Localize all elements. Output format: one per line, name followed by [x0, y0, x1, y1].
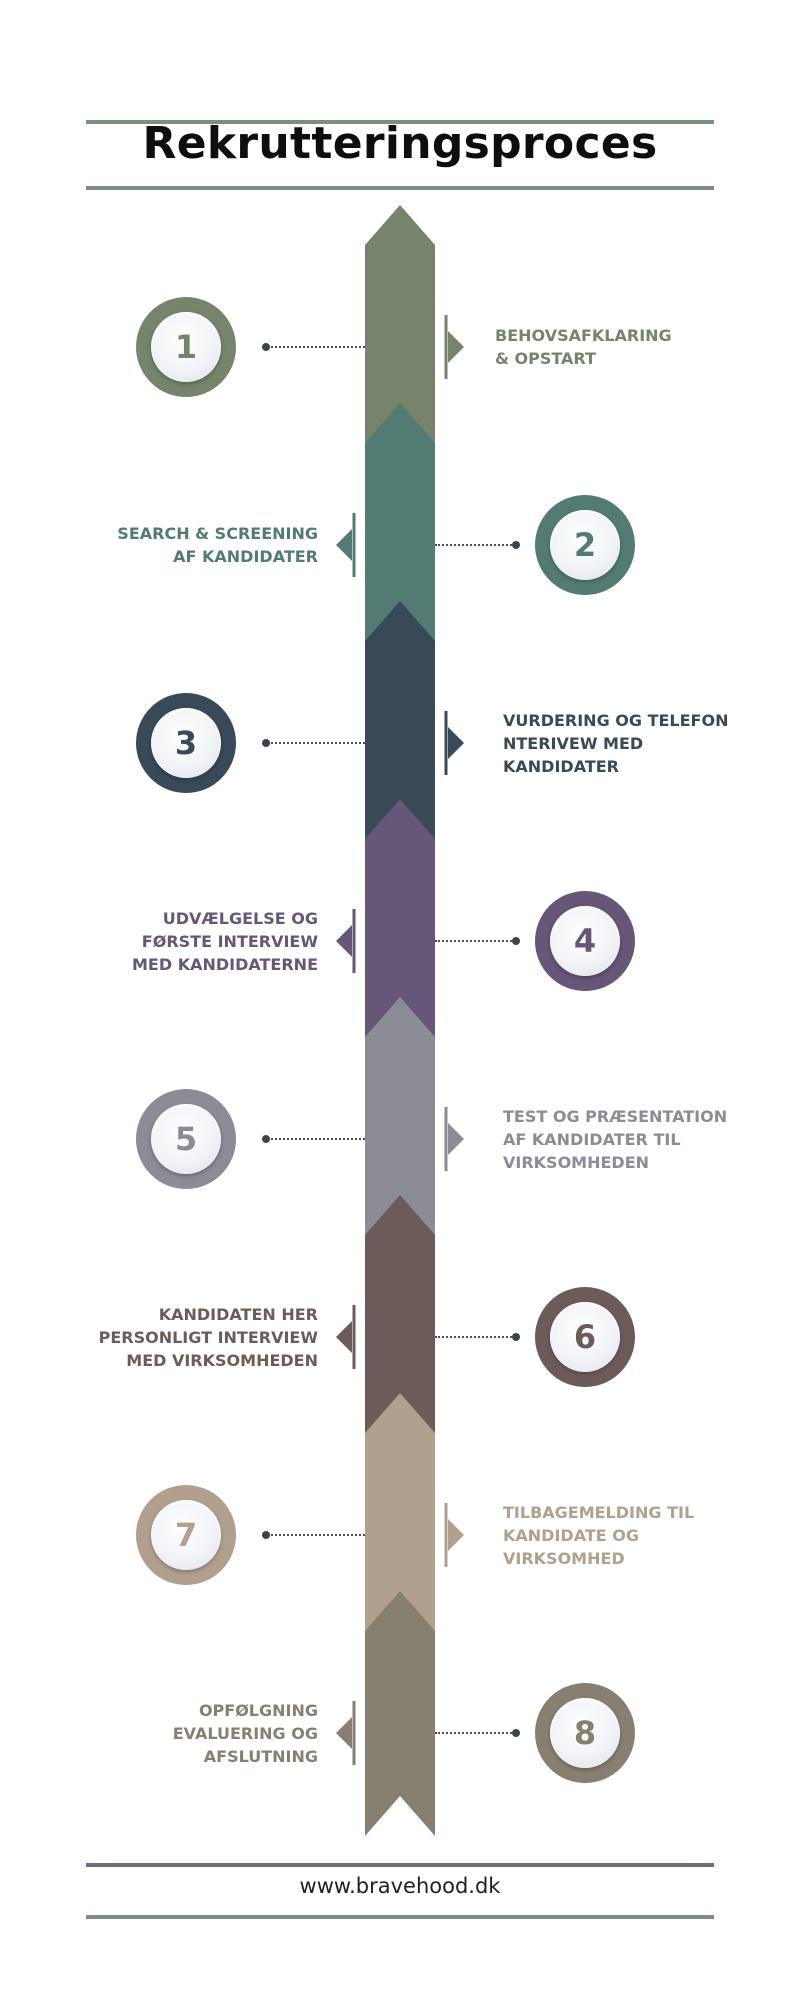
pointer-triangle-8 — [336, 1717, 352, 1749]
connector-dot-7 — [262, 1531, 270, 1539]
step-label-4: UDVÆLGELSE OG FØRSTE INTERVIEW MED KANDI… — [131, 908, 318, 974]
arrow-segment-7 — [365, 1393, 435, 1638]
connector-line-5 — [268, 1138, 365, 1140]
step-circle-6: 6 — [535, 1287, 635, 1387]
arrow-segment-2 — [365, 403, 435, 648]
pointer-triangle-6 — [336, 1321, 352, 1353]
step-label-1: BEHOVSAFKLARING & OPSTART — [495, 326, 672, 368]
footer-url[interactable]: www.bravehood.dk — [299, 1874, 501, 1898]
step-circle-face — [550, 906, 620, 976]
step-circle-3: 3 — [136, 693, 236, 793]
step-circle-8: 8 — [535, 1683, 635, 1783]
arrow-segment-1 — [365, 205, 435, 450]
step-circle-4: 4 — [535, 891, 635, 991]
title-bottom-rule — [86, 186, 714, 190]
pointer-triangle-2 — [336, 529, 352, 561]
step-label-6: KANDIDATEN HER PERSONLIGT INTERVIEW MED … — [98, 1304, 318, 1370]
connector-line-2 — [435, 544, 516, 546]
step-label-8: OPFØLGNING EVALUERING OG AFSLUTNING — [172, 1700, 318, 1766]
footer-bottom-rule — [86, 1915, 714, 1919]
step-number: 5 — [174, 1120, 198, 1158]
connector-line-8 — [435, 1732, 516, 1734]
title-top-rule — [86, 120, 714, 124]
arrow-segment-8 — [365, 1591, 435, 1836]
step-label-2: SEARCH & SCREENING AF KANDIDATER — [117, 524, 318, 566]
connector-line-3 — [268, 742, 365, 744]
connector-line-7 — [268, 1534, 365, 1536]
step-circle-face — [151, 312, 221, 382]
step-label-3: VURDERING OG TELEFON NTERIVEW MED KANDID… — [503, 710, 729, 776]
footer-top-rule — [86, 1863, 714, 1867]
step-circle-1: 1 — [136, 297, 236, 397]
page-title: Rekrutteringsproces — [142, 118, 658, 169]
arrow-segment-3 — [365, 601, 435, 846]
step-circle-2: 2 — [535, 495, 635, 595]
step-circle-face — [550, 1698, 620, 1768]
step-circle-face — [550, 1302, 620, 1372]
connector-dot-8 — [512, 1729, 520, 1737]
step-circle-face — [550, 510, 620, 580]
arrow-segment-4 — [365, 799, 435, 1044]
step-label-5: TEST OG PRÆSENTATION AF KANDIDATER TIL V… — [503, 1106, 728, 1172]
connector-dot-2 — [512, 541, 520, 549]
step-circle-face — [151, 1104, 221, 1174]
step-circle-face — [151, 708, 221, 778]
connector-dot-1 — [262, 343, 270, 351]
step-number: 1 — [174, 328, 198, 366]
pointer-triangle-5 — [448, 1123, 464, 1155]
step-label-7: TILBAGEMELDING TIL KANDIDATE OG VIRKSOMH… — [503, 1502, 695, 1568]
step-number: 4 — [573, 922, 597, 960]
arrow-segment-5 — [365, 997, 435, 1242]
step-number: 6 — [573, 1318, 597, 1356]
connector-dot-4 — [512, 937, 520, 945]
step-circle-7: 7 — [136, 1485, 236, 1585]
step-number: 3 — [174, 724, 198, 762]
pointer-triangle-1 — [448, 331, 464, 363]
pointer-triangle-3 — [448, 727, 464, 759]
step-number: 2 — [573, 526, 597, 564]
step-number: 7 — [174, 1516, 198, 1554]
arrow-segment-6 — [365, 1195, 435, 1440]
connector-dot-6 — [512, 1333, 520, 1341]
step-circle-face — [151, 1500, 221, 1570]
connector-line-6 — [435, 1336, 516, 1338]
pointer-triangle-7 — [448, 1519, 464, 1551]
pointer-triangle-4 — [336, 925, 352, 957]
step-number: 8 — [573, 1714, 597, 1752]
step-circle-5: 5 — [136, 1089, 236, 1189]
connector-dot-5 — [262, 1135, 270, 1143]
connector-line-1 — [268, 346, 365, 348]
connector-dot-3 — [262, 739, 270, 747]
connector-line-4 — [435, 940, 516, 942]
